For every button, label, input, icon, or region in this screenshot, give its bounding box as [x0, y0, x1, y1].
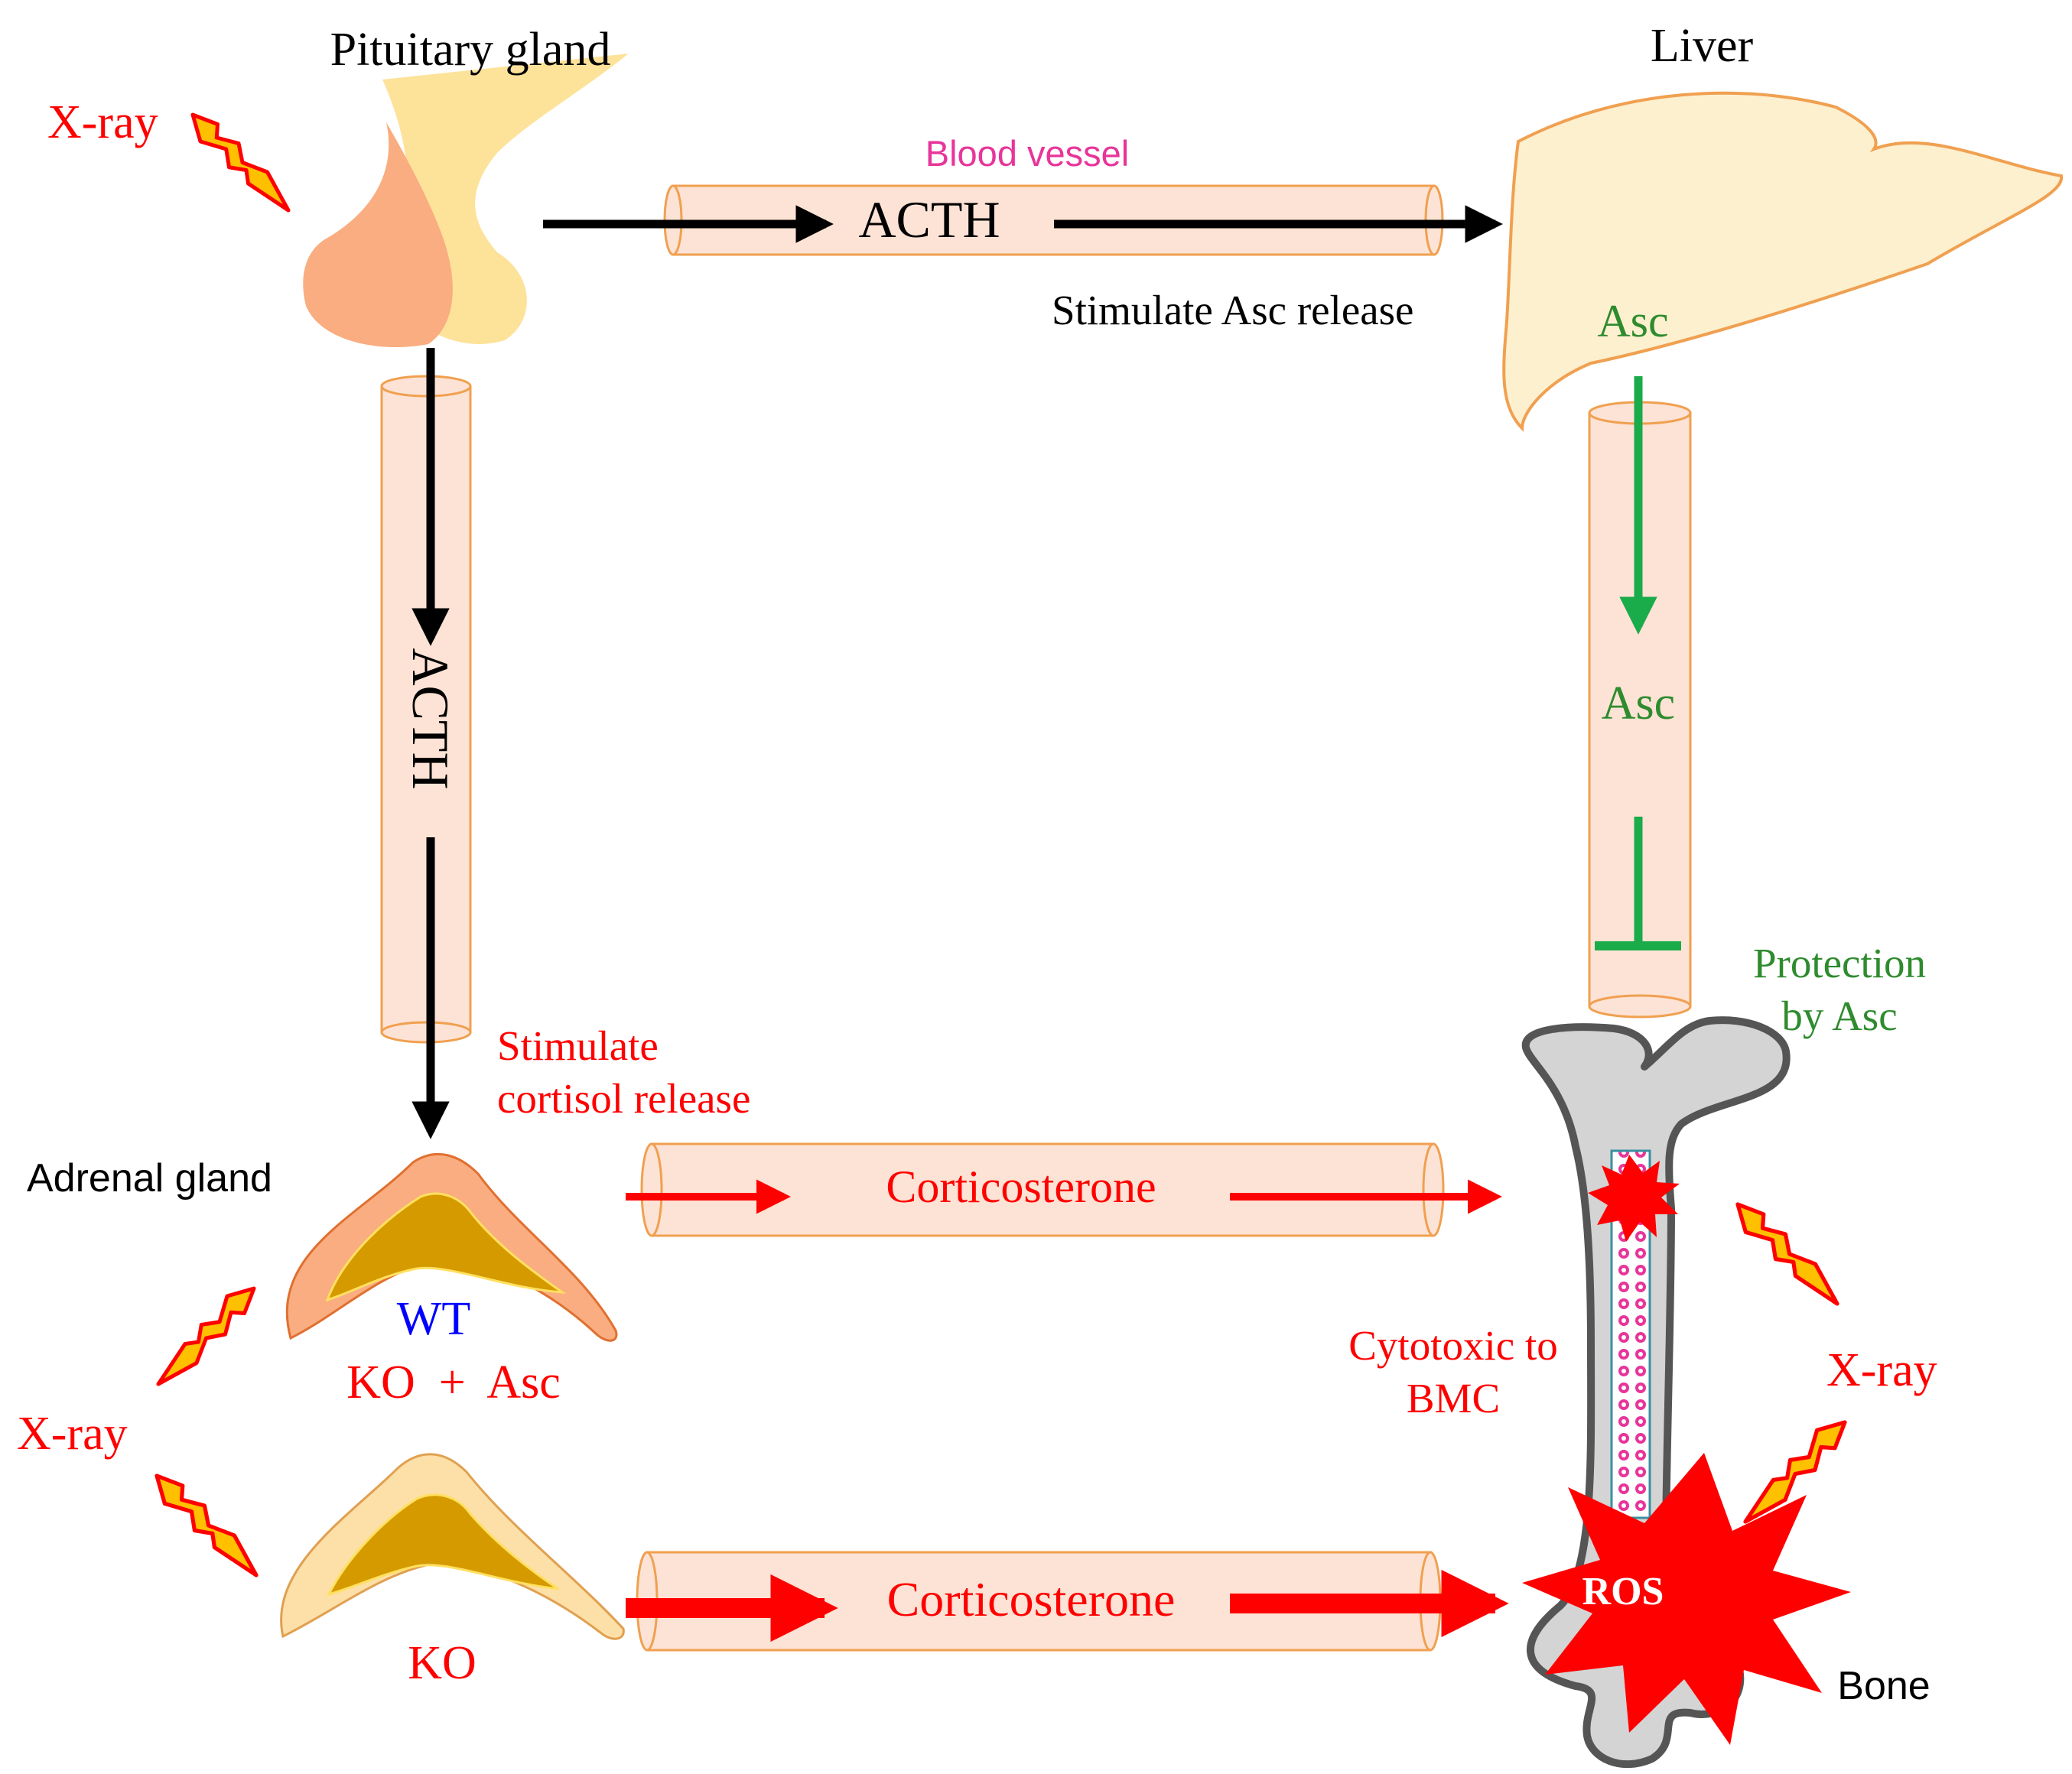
cytotoxic-label-line1: Cytotoxic to: [1348, 1322, 1557, 1369]
ko-asc-label: KO + Asc: [346, 1356, 561, 1408]
liver-shape: [1502, 91, 2064, 432]
adrenal-gland-ko: [280, 1453, 625, 1640]
xray-label-top: X-ray: [47, 96, 158, 148]
adrenal-label: Adrenal gland: [27, 1156, 272, 1201]
pituitary-label: Pituitary gland: [330, 24, 611, 76]
acth-left-label: ACTH: [402, 648, 460, 789]
lightning-bolt-icon: [1743, 1420, 1847, 1524]
stimulate-cortisol-line2: cortisol release: [497, 1075, 750, 1122]
protection-label-line2: by Asc: [1781, 993, 1897, 1039]
lightning-bolt-icon: [156, 1286, 256, 1386]
stimulate-cortisol-line1: Stimulate: [497, 1022, 659, 1069]
damage-starburst-small: [1588, 1155, 1680, 1242]
bone-label: Bone: [1837, 1664, 1930, 1708]
asc-vessel-label: Asc: [1602, 677, 1675, 729]
acth-top-label: ACTH: [858, 190, 1000, 249]
lightning-bolt-icon: [1735, 1202, 1839, 1306]
lightning-bolt-icon: [190, 112, 291, 213]
xray-label-right: X-ray: [1826, 1344, 1937, 1396]
cytotoxic-label-line2: BMC: [1407, 1375, 1500, 1421]
asc-liver-label: Asc: [1597, 296, 1668, 346]
ros-starburst: [1522, 1453, 1851, 1745]
ros-label: ROS: [1582, 1570, 1664, 1613]
pituitary-gland-shape: [303, 54, 629, 348]
stimulate-asc-label: Stimulate Asc release: [1052, 287, 1413, 333]
ko-label: KO: [408, 1637, 477, 1689]
corticosterone-top-label: Corticosterone: [886, 1162, 1156, 1212]
adrenal-gland-wt: [285, 1152, 618, 1342]
wt-label: WT: [397, 1293, 470, 1345]
corticosterone-bottom-label: Corticosterone: [887, 1572, 1176, 1626]
lightning-bolt-icon: [155, 1473, 259, 1577]
inhibit-symbol: [1595, 817, 1681, 950]
protection-label-line1: Protection: [1753, 940, 1926, 986]
vessel-left: [380, 375, 472, 1044]
liver-label: Liver: [1651, 20, 1754, 72]
blood-vessel-label: Blood vessel: [925, 133, 1130, 174]
xray-label-left: X-ray: [17, 1408, 128, 1460]
